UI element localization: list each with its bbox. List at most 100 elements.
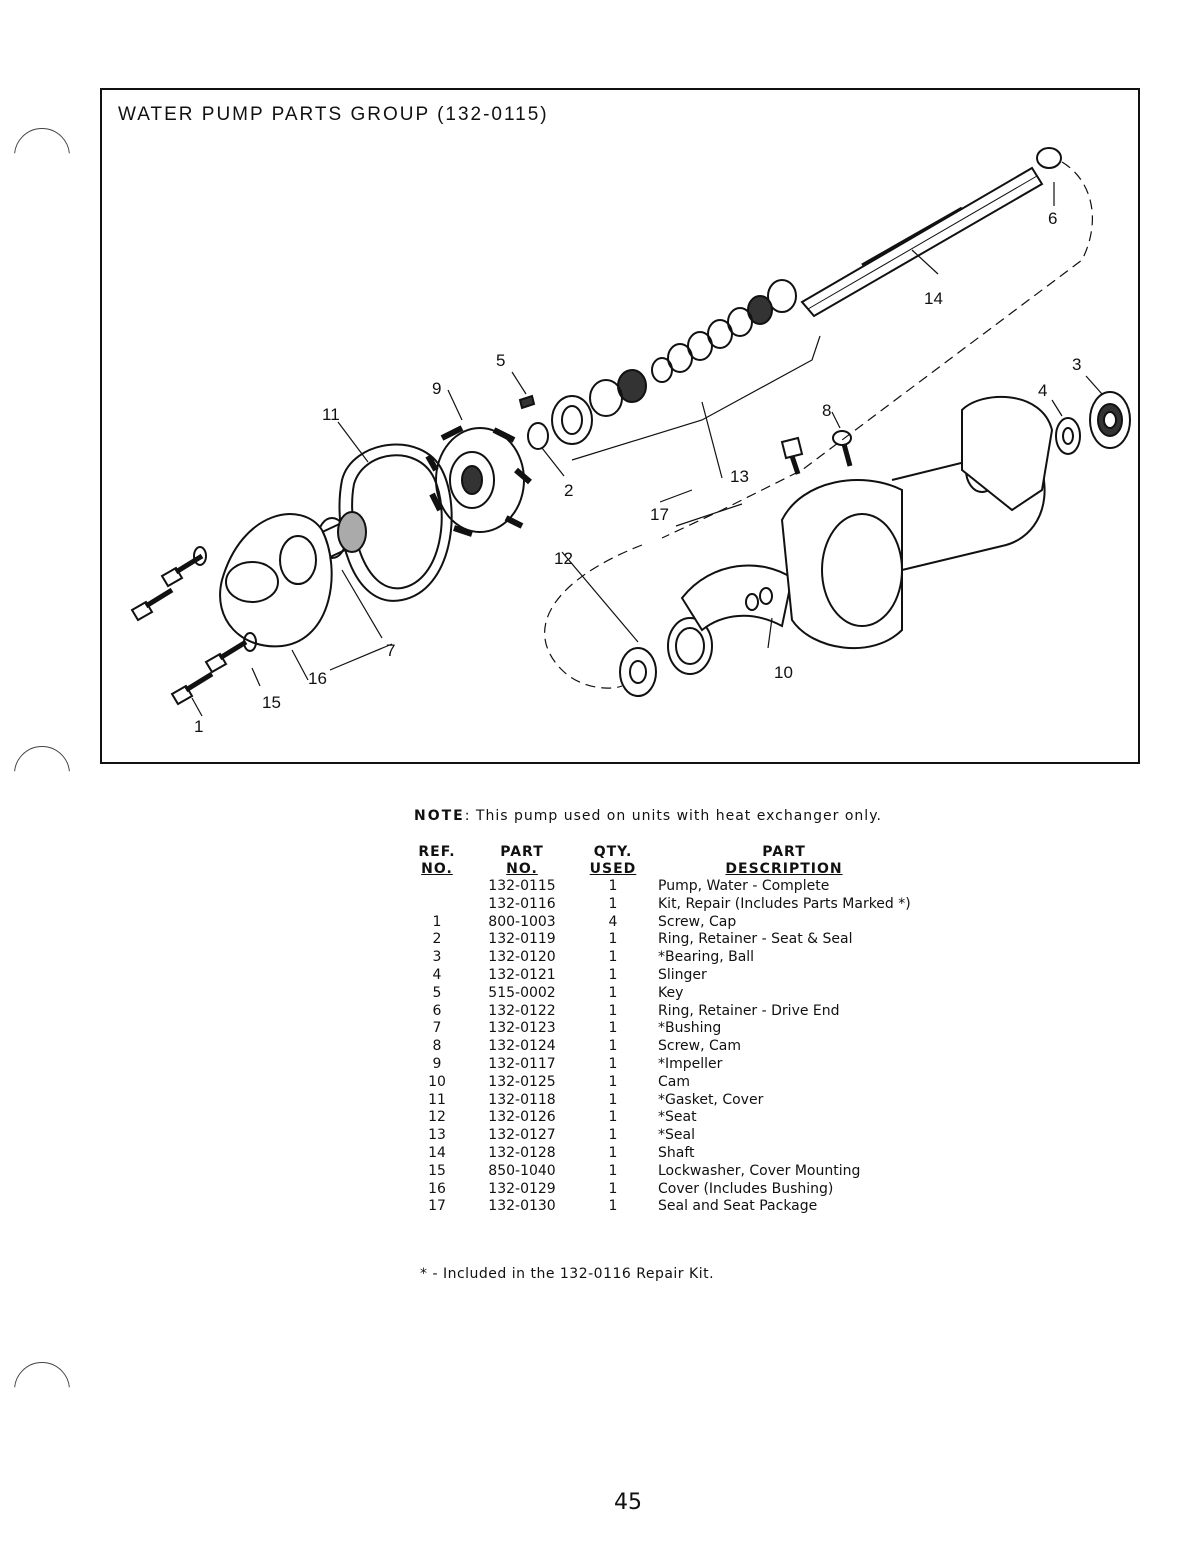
key-part	[518, 394, 536, 410]
qty-cell: 1	[608, 1144, 618, 1161]
part-no-cell: 800-1003	[488, 913, 556, 930]
seal-ring-part	[667, 617, 713, 675]
callout-7: 7	[386, 641, 395, 660]
description-cell: Seal and Seat Package	[658, 1198, 818, 1215]
table-row: 17 132-0130 1 Seal and Seat Package	[406, 1198, 918, 1216]
description-cell: Pump, Water - Complete	[658, 878, 830, 894]
qty-cell: 1	[608, 878, 618, 894]
qty-cell: 4	[608, 913, 618, 930]
qty-cell: 1	[608, 895, 618, 912]
part-no-cell: 132-0115	[488, 878, 556, 894]
ref-no-cell: 17	[428, 1198, 446, 1215]
gasket-cover-part	[338, 443, 453, 602]
description-cell: *Impeller	[658, 1055, 723, 1072]
description-cell: Lockwasher, Cover Mounting	[658, 1162, 861, 1179]
note: NOTE: This pump used on units with heat …	[414, 808, 882, 824]
callout-4: 4	[1038, 381, 1047, 400]
retainer-ring-drive-end-part	[1036, 147, 1062, 169]
description-cell: Key	[658, 984, 684, 1001]
qty-cell: 1	[608, 1198, 618, 1215]
part-no-cell: 132-0116	[488, 895, 556, 912]
part-no-cell: 132-0129	[488, 1180, 556, 1197]
description-cell: *Bushing	[658, 1020, 722, 1037]
callout-15: 15	[262, 693, 281, 712]
callout-3: 3	[1072, 355, 1081, 374]
table-row: 15 850-1040 1 Lockwasher, Cover Mounting	[406, 1163, 918, 1181]
exploded-view-diagram: 1 2 3 4 5 6 7 8 9 10 11 12 13 14 15 16 1…	[130, 147, 1131, 736]
binder-hole-middle	[14, 746, 70, 772]
part-no-cell: 132-0130	[488, 1198, 556, 1215]
callout-14: 14	[924, 289, 943, 308]
slinger-part	[1055, 417, 1081, 455]
ref-no-cell: 1	[432, 913, 442, 930]
diagram-title: WATER PUMP PARTS GROUP (132-0115)	[118, 104, 549, 125]
description-cell: Cam	[658, 1073, 690, 1090]
note-text: : This pump used on units with heat exch…	[464, 808, 882, 824]
description-cell: *Seat	[658, 1109, 697, 1126]
ref-no-cell: 15	[428, 1162, 446, 1179]
qty-cell: 1	[608, 1020, 618, 1037]
page-number: 45	[614, 1490, 642, 1515]
callout-13: 13	[730, 467, 749, 486]
callout-2: 2	[564, 481, 573, 500]
header-ref-no: REF.NO.	[418, 844, 456, 877]
callout-8: 8	[822, 401, 831, 420]
description-cell: Screw, Cap	[658, 913, 737, 930]
ref-no-cell: 5	[432, 984, 442, 1001]
part-no-cell: 132-0124	[488, 1038, 556, 1055]
ref-no-cell	[406, 896, 468, 914]
ref-no-cell: 14	[428, 1144, 446, 1161]
qty-cell: 1	[608, 1091, 618, 1108]
screw-cam-part	[780, 430, 853, 475]
part-no-cell: 515-0002	[488, 984, 556, 1001]
description-cell: Ring, Retainer - Seat & Seal	[658, 931, 853, 948]
shaft-part	[800, 166, 1044, 318]
ref-no-cell: 2	[432, 931, 442, 948]
description-cell: Shaft	[658, 1144, 695, 1161]
ball-bearing-part	[1089, 391, 1131, 449]
ref-no-cell: 7	[432, 1020, 442, 1037]
table-row: 1 800-1003 4 Screw, Cap	[406, 914, 918, 932]
callout-17: 17	[650, 505, 669, 524]
table-row: 9 132-0117 1 *Impeller	[406, 1056, 918, 1074]
ref-no-cell: 10	[428, 1073, 446, 1090]
part-no-cell: 132-0128	[488, 1144, 556, 1161]
part-no-cell: 132-0127	[488, 1127, 556, 1144]
description-cell: Slinger	[658, 966, 707, 983]
impeller-part	[425, 425, 532, 537]
bushing-part	[317, 511, 367, 559]
footnote: * - Included in the 132-0116 Repair Kit.	[420, 1266, 715, 1282]
qty-cell: 1	[608, 1055, 618, 1072]
part-no-cell: 850-1040	[488, 1162, 556, 1179]
ref-no-cell: 12	[428, 1109, 446, 1126]
table-row: 132-0115 1 Pump, Water - Complete	[406, 878, 918, 896]
qty-cell: 1	[608, 966, 618, 983]
qty-cell: 1	[608, 1127, 618, 1144]
qty-cell: 1	[608, 931, 618, 948]
part-no-cell: 132-0117	[488, 1055, 556, 1072]
part-no-cell: 132-0126	[488, 1109, 556, 1126]
description-cell: Kit, Repair (Includes Parts Marked *)	[658, 895, 911, 912]
diagram-frame: WATER PUMP PARTS GROUP (132-0115)	[100, 88, 1140, 764]
part-no-cell: 132-0123	[488, 1020, 556, 1037]
binder-hole-top	[14, 128, 70, 154]
pump-body-part	[780, 395, 1054, 650]
qty-cell: 1	[608, 1162, 618, 1179]
lockwasher-part	[193, 546, 257, 652]
callout-6: 6	[1048, 209, 1057, 228]
ref-no-cell: 13	[428, 1127, 446, 1144]
table-row: 132-0116 1 Kit, Repair (Includes Parts Mar…	[406, 896, 918, 914]
ref-no-cell: 9	[432, 1055, 442, 1072]
part-no-cell: 132-0125	[488, 1073, 556, 1090]
description-cell: Cover (Includes Bushing)	[658, 1180, 834, 1197]
